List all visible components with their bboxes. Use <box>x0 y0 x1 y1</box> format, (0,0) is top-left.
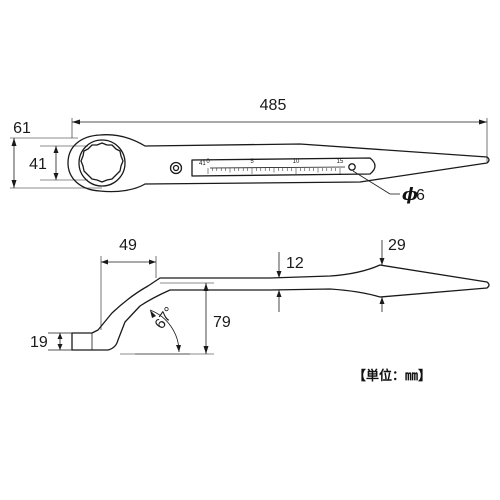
neck-arrow-bottom <box>276 290 282 297</box>
tip-arrow-top <box>379 258 385 265</box>
length-arrow-left <box>72 119 80 125</box>
hole-diameter-label: 6 <box>416 187 425 204</box>
head-thickness-arrow-top <box>57 333 63 339</box>
length-arrow-right <box>479 119 487 125</box>
scale-label-10: 10 <box>293 159 300 165</box>
side-profile-outline <box>71 264 490 351</box>
head-outer-label: 61 <box>13 120 31 137</box>
unit-label: 【単位：㎜】 <box>353 368 431 384</box>
offset-arrow-bottom <box>203 346 209 354</box>
angle-arrow-end <box>176 345 181 352</box>
hex-arrow-top <box>53 146 59 153</box>
hanging-hole-left <box>169 161 183 175</box>
wrench-body-outline <box>67 134 490 193</box>
offset-height-label: 79 <box>213 314 231 331</box>
head-outer-arrow-top <box>11 138 17 146</box>
head-thickness-label: 19 <box>30 334 48 351</box>
head-width-arrow-left <box>101 259 108 265</box>
head-thickness-arrow-bottom <box>57 344 63 350</box>
wrench-top-view: 485 61 41 41 0 5 10 15 <box>10 97 490 205</box>
scale-label-0: 0 <box>206 159 210 165</box>
twelve-point-hex-opening <box>80 142 124 183</box>
scale-label-15: 15 <box>337 159 344 165</box>
bend-angle-label: 67° <box>151 304 178 332</box>
scale-ticks <box>207 168 341 174</box>
scale-label-41: 41 <box>199 161 206 167</box>
hole-leader-line <box>352 170 391 195</box>
hanging-hole-left-inner <box>172 164 180 172</box>
neck-thickness-label: 12 <box>286 255 304 272</box>
scale-baseline <box>209 166 346 169</box>
offset-arrow-top <box>203 283 209 291</box>
tip-width-label: 29 <box>388 237 406 254</box>
ring-head-inner-circle <box>78 139 126 187</box>
neck-arrow-top <box>276 271 282 278</box>
head-width-label: 49 <box>119 237 137 254</box>
wrench-side-view: 49 12 29 79 67° 19 <box>30 237 490 355</box>
scale-label-5: 5 <box>250 159 254 165</box>
phi-symbol: ϕ <box>402 185 418 205</box>
overall-length-label: 485 <box>260 97 287 114</box>
head-width-arrow-right <box>149 259 156 265</box>
hex-opening-label: 41 <box>29 156 47 173</box>
scale-groove <box>191 157 376 177</box>
tip-arrow-bottom <box>379 297 385 304</box>
hex-arrow-bottom <box>53 173 59 180</box>
hole-6mm <box>348 163 356 171</box>
angle-arrow-start <box>150 310 156 318</box>
head-outer-arrow-bottom <box>11 180 17 188</box>
